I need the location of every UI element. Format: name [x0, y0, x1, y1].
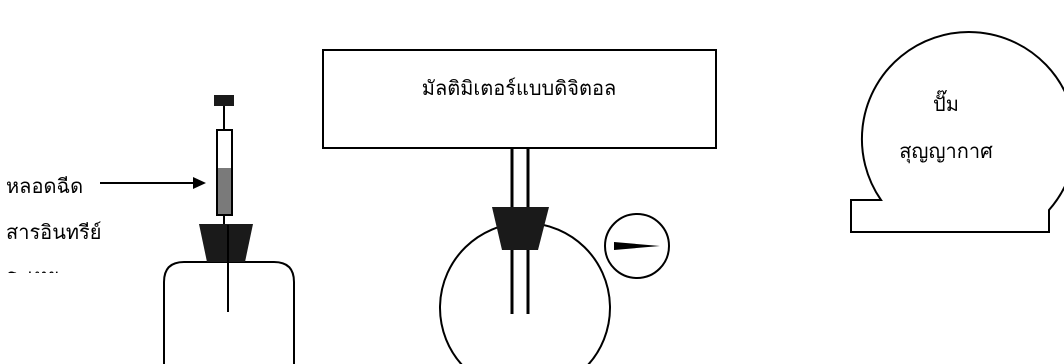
bottle-stopper — [199, 224, 253, 262]
syringe-label: หลอดฉีด — [6, 174, 83, 198]
round-flask — [439, 207, 611, 364]
right-arrow-icon — [100, 177, 206, 189]
syringe-liquid — [218, 168, 231, 214]
pump-label-line2: สุญญากาศ — [899, 139, 993, 164]
pressure-gauge-icon — [604, 213, 670, 279]
digital-multimeter: มัลติมิเตอร์แบบดิจิตอล — [322, 49, 717, 149]
flask-stopper — [492, 207, 549, 250]
syringe-label-group: หลอดฉีด — [6, 174, 206, 198]
syringe-plunger-cap — [214, 95, 234, 106]
solvent-bottle — [163, 224, 295, 364]
syringe — [214, 95, 234, 225]
vacuum-pump: ปั๊ม สุญญากาศ — [850, 31, 1064, 233]
organic-compound-label-line2: ระเหย — [6, 264, 59, 288]
multimeter-label: มัลติมิเตอร์แบบดิจิตอล — [422, 76, 616, 100]
pump-label: ปั๊ม — [933, 89, 959, 116]
organic-compound-label: สารอินทรีย์ — [6, 220, 102, 244]
pump-outline — [850, 31, 1064, 233]
multimeter-box — [322, 49, 717, 149]
